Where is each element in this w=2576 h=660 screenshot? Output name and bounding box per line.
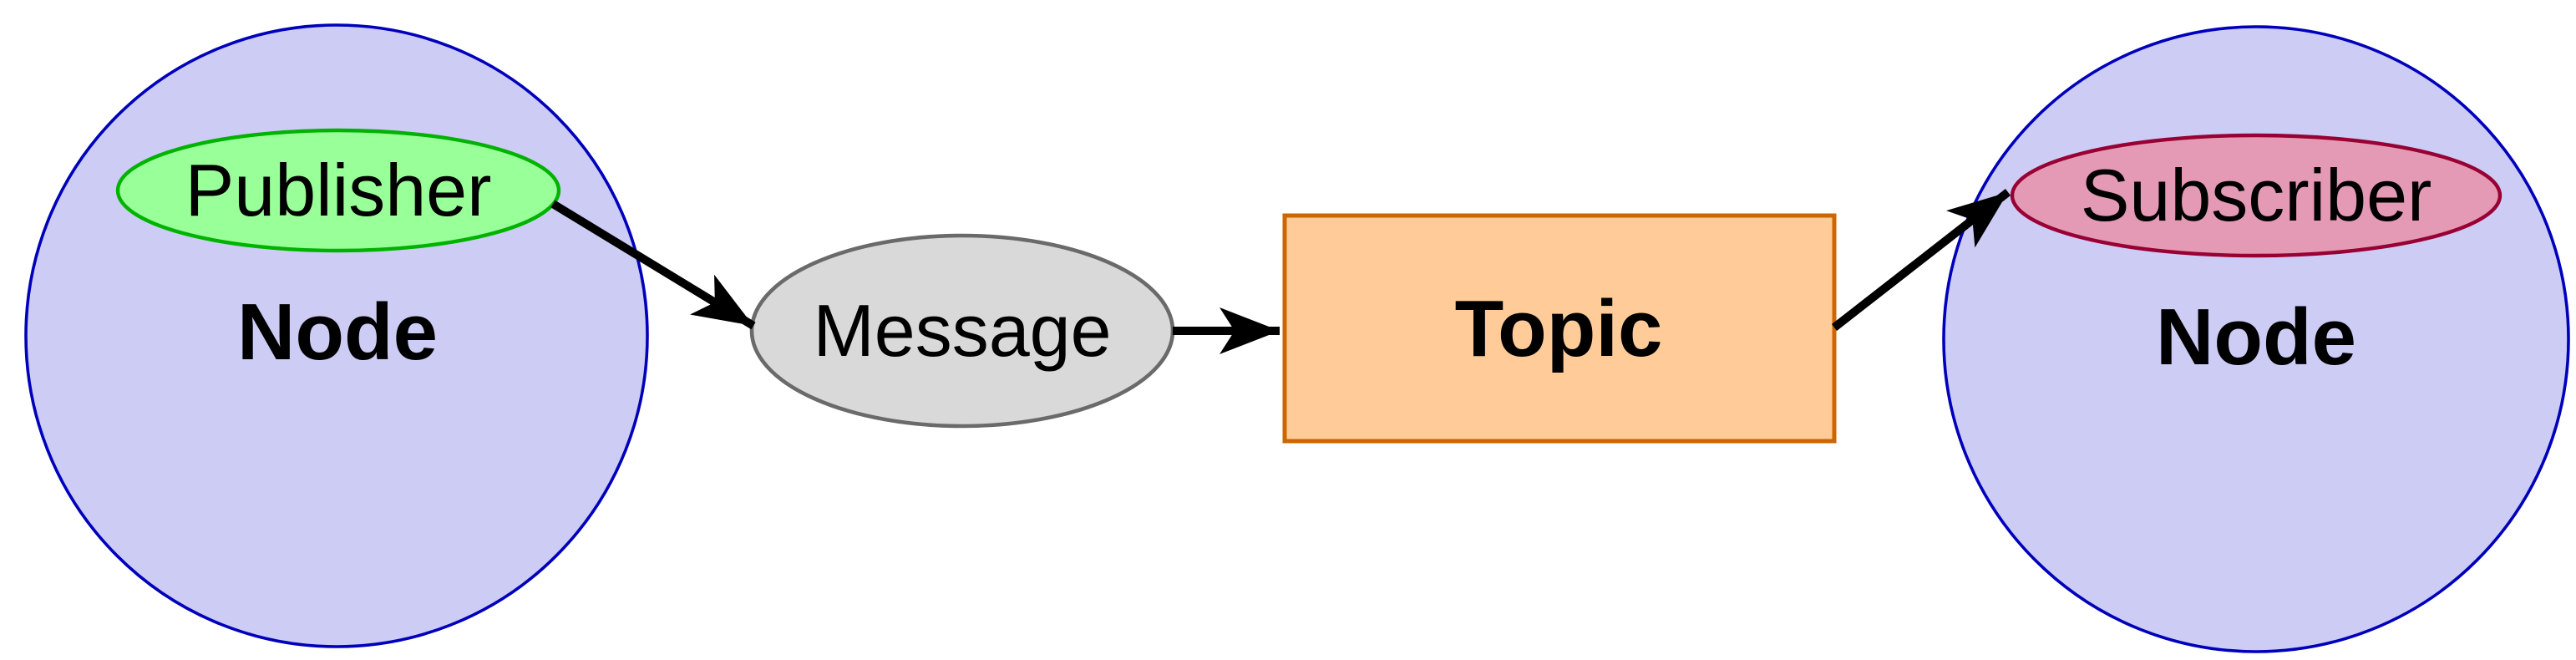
topic-label: Topic: [1455, 284, 1663, 373]
publisher-ellipse: [115, 128, 561, 253]
arrow-topic-to-subscriber: [1831, 189, 2011, 331]
publisher-label: Publisher: [185, 149, 492, 231]
left-node-label: Node: [237, 287, 438, 377]
topic-rectangle: [1282, 213, 1837, 444]
right-node-label: Node: [2156, 292, 2356, 382]
subscriber-ellipse: [2010, 133, 2502, 258]
subscriber-label: Subscriber: [2081, 154, 2432, 236]
message-label: Message: [813, 289, 1111, 372]
arrow-publisher-to-message: [550, 200, 756, 330]
